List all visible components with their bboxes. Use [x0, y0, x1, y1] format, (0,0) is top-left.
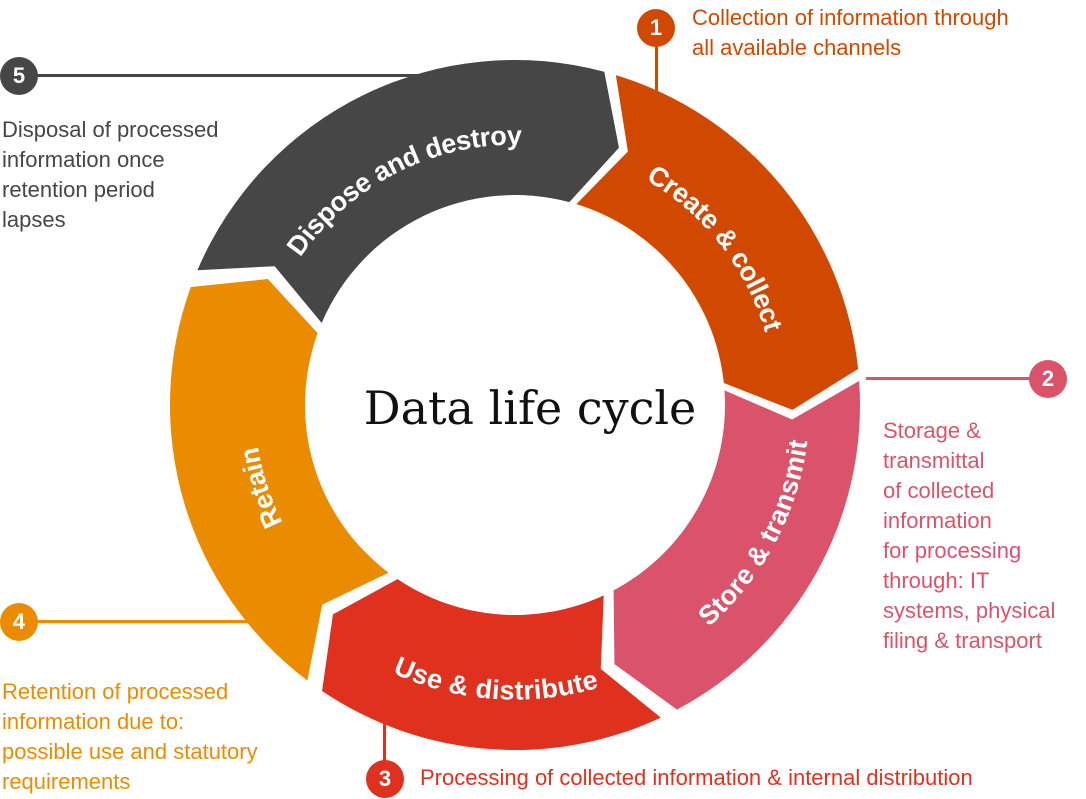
stage-3-leader-line: [383, 718, 386, 764]
stage-5-leader-line: [30, 74, 470, 77]
stage-5-description-line: lapses: [2, 207, 66, 232]
stage-4-badge: 4: [0, 603, 38, 641]
stage-3-badge: 3: [366, 760, 404, 798]
stage-1-badge: 1: [637, 9, 675, 47]
stage-2-description: Storage & transmittal of collected infor…: [883, 416, 1055, 656]
stage-2-description-line: Storage &: [883, 418, 981, 443]
stage-1-description-line: Collection of information through: [692, 5, 1009, 30]
stage-1-leader-line: [655, 40, 658, 92]
stage-3-description: Processing of collected information & in…: [420, 763, 973, 793]
stage-2-leader-line: [866, 377, 1036, 380]
stage-2-description-line: for processing: [883, 538, 1022, 563]
stage-4-arrow-segment: [169, 279, 389, 681]
stage-4-leader-line: [30, 620, 255, 623]
stage-5-description-line: information once: [2, 147, 165, 172]
stage-2-description-line: information: [883, 508, 992, 533]
stage-5-description: Disposal of processed information once r…: [2, 115, 218, 235]
stage-5-description-line: Disposal of processed: [2, 117, 219, 142]
stage-4-description-line: Retention of processed: [2, 679, 229, 704]
stage-2-description-line: through: IT: [883, 568, 990, 593]
stage-3-description-line: Processing of collected information & in…: [420, 765, 973, 790]
stage-5-arrow-segment: [197, 60, 619, 323]
stage-2-description-line: transmittal: [883, 448, 985, 473]
stage-2-description-line: filing & transport: [883, 628, 1042, 653]
stage-2-badge: 2: [1029, 360, 1067, 398]
stage-4-description-line: requirements: [2, 769, 131, 794]
stage-4-description-line: possible use and statutory: [2, 739, 258, 764]
stage-4-description-line: information due to:: [2, 709, 185, 734]
stage-2-description-line: systems, physical: [883, 598, 1056, 623]
diagram-title: Data life cycle: [363, 381, 697, 435]
stage-3-arrow-segment: [322, 579, 661, 751]
stage-5-description-line: retention period: [2, 177, 155, 202]
stage-1-arrow-segment: [576, 75, 859, 410]
stage-1-description: Collection of information through all av…: [692, 3, 1009, 63]
stage-4-description: Retention of processed information due t…: [2, 677, 258, 797]
stage-5-badge: 5: [0, 57, 38, 95]
stage-1-description-line: all available channels: [692, 35, 902, 60]
stage-2-arrow-segment: [613, 380, 860, 710]
stage-2-description-line: of collected: [883, 478, 995, 503]
